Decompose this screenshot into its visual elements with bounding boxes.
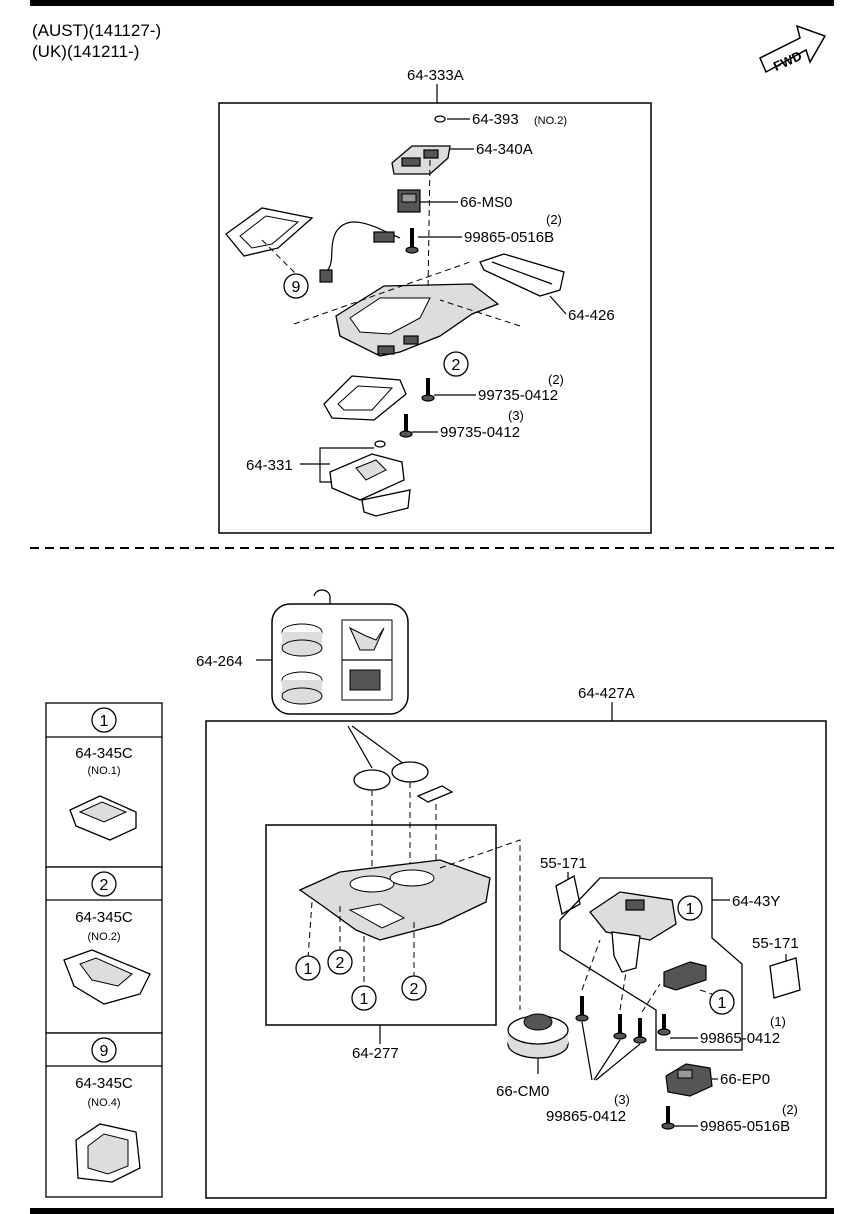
label-99865-0412-b: 99865-0412 xyxy=(546,1108,626,1125)
part-66-CM0 xyxy=(507,1013,569,1059)
label-64-393: 64-393 xyxy=(472,111,519,128)
legend-box-2: 2 64-345C (NO.2) xyxy=(45,866,163,1034)
callout-2-a xyxy=(327,949,353,975)
label-99865-0516B-b: 99865-0516B xyxy=(700,1118,790,1135)
svg-text:1: 1 xyxy=(686,901,695,918)
part-64-331 xyxy=(329,453,411,517)
screw-99865-0516B-b xyxy=(661,1106,675,1130)
svg-text:9: 9 xyxy=(100,1043,109,1060)
svg-text:64-345C: 64-345C xyxy=(75,745,133,762)
svg-text:(NO.2): (NO.2) xyxy=(88,931,121,943)
part-66-MS0 xyxy=(397,189,421,213)
part-55-171-b xyxy=(769,957,801,999)
callout-1-b xyxy=(351,985,377,1011)
svg-text:2: 2 xyxy=(410,981,419,998)
header-line-uk: (UK)(141211-) xyxy=(32,42,139,61)
svg-text:2: 2 xyxy=(452,357,461,374)
label-64-340A: 64-340A xyxy=(476,141,533,158)
callout-1-d xyxy=(709,989,735,1015)
top-assembly-label: 64-333A xyxy=(407,67,464,84)
screw-99735-0412-a xyxy=(421,378,435,402)
label-55-171-b: 55-171 xyxy=(752,935,799,952)
qty-99865-0516B-b: (2) xyxy=(782,1102,798,1117)
part-console-upper xyxy=(335,283,500,357)
screw-99735-0412-b xyxy=(399,414,413,438)
part-64-43Y xyxy=(589,891,677,973)
label-64-393-note: (NO.2) xyxy=(534,115,567,127)
svg-text:9: 9 xyxy=(292,279,301,296)
part-bezel-lower xyxy=(323,375,407,421)
top-assembly-frame xyxy=(218,102,652,534)
svg-text:1: 1 xyxy=(304,961,313,978)
wire-harness xyxy=(325,221,401,273)
label-55-171-a: 55-171 xyxy=(540,855,587,872)
label-99865-0412-a: 99865-0412 xyxy=(700,1030,780,1047)
cup-ring-right xyxy=(391,761,429,783)
label-64-43Y: 64-43Y xyxy=(732,893,780,910)
screw-99865-0412-a xyxy=(657,1014,671,1036)
part-switch-small xyxy=(663,961,707,991)
sub-assembly-frame xyxy=(265,824,497,1026)
bottom-assembly-label: 64-427A xyxy=(578,685,635,702)
svg-text:1: 1 xyxy=(100,713,109,730)
part-66-EP0 xyxy=(665,1063,713,1097)
part-64-264 xyxy=(271,589,409,715)
bottom-assembly-frame xyxy=(205,720,827,1199)
pad xyxy=(416,785,454,803)
qty-99865-0516B: (2) xyxy=(546,212,562,227)
svg-text:(NO.1): (NO.1) xyxy=(88,765,121,777)
part-console-lower xyxy=(298,859,491,941)
callout-2-b xyxy=(401,975,427,1001)
part-64-340A xyxy=(391,145,451,175)
label-99735-0412-b: 99735-0412 xyxy=(440,424,520,441)
part-64-426 xyxy=(479,253,565,297)
svg-text:2: 2 xyxy=(100,877,109,894)
label-64-277: 64-277 xyxy=(352,1045,399,1062)
qty-99865-0412-b: (3) xyxy=(614,1092,630,1107)
svg-text:2: 2 xyxy=(336,955,345,972)
part-64-43Y-frame xyxy=(559,877,743,1051)
label-64-331: 64-331 xyxy=(246,457,293,474)
cup-ring-left xyxy=(353,769,391,791)
header-line-aust: (AUST)(141127-) xyxy=(32,21,161,40)
label-66-MS0: 66-MS0 xyxy=(460,194,513,211)
svg-text:(NO.4): (NO.4) xyxy=(88,1097,121,1109)
forward-arrow-icon: FWD xyxy=(759,24,827,74)
callout-1-c xyxy=(677,895,703,921)
callout-2-top xyxy=(443,351,469,377)
label-64-426: 64-426 xyxy=(568,307,615,324)
part-64-393 xyxy=(434,115,446,123)
top-border xyxy=(30,0,834,6)
legend-box-9: 9 64-345C (NO.4) xyxy=(45,1032,163,1198)
legend-box-1: 1 64-345C (NO.1) xyxy=(45,702,163,868)
part-55-171-a xyxy=(555,875,581,915)
callout-1-a xyxy=(295,955,321,981)
part-bezel-left xyxy=(225,207,314,257)
svg-text:64-345C: 64-345C xyxy=(75,1075,133,1092)
qty-99735-0412-a: (2) xyxy=(548,372,564,387)
label-99735-0412-a: 99735-0412 xyxy=(478,387,558,404)
label-99865-0516B: 99865-0516B xyxy=(464,229,554,246)
bottom-border xyxy=(30,1208,834,1214)
qty-99735-0412-b: (3) xyxy=(508,408,524,423)
label-64-264: 64-264 xyxy=(196,653,243,670)
svg-text:1: 1 xyxy=(718,995,727,1012)
label-66-CM0: 66-CM0 xyxy=(496,1083,549,1100)
label-66-EP0: 66-EP0 xyxy=(720,1071,770,1088)
svg-text:64-345C: 64-345C xyxy=(75,909,133,926)
screw-99865-0412-b xyxy=(575,996,647,1044)
screw-99865-0516B xyxy=(405,228,419,254)
callout-9-top xyxy=(283,273,309,299)
svg-text:1: 1 xyxy=(360,991,369,1008)
qty-99865-0412-a: (1) xyxy=(770,1014,786,1029)
